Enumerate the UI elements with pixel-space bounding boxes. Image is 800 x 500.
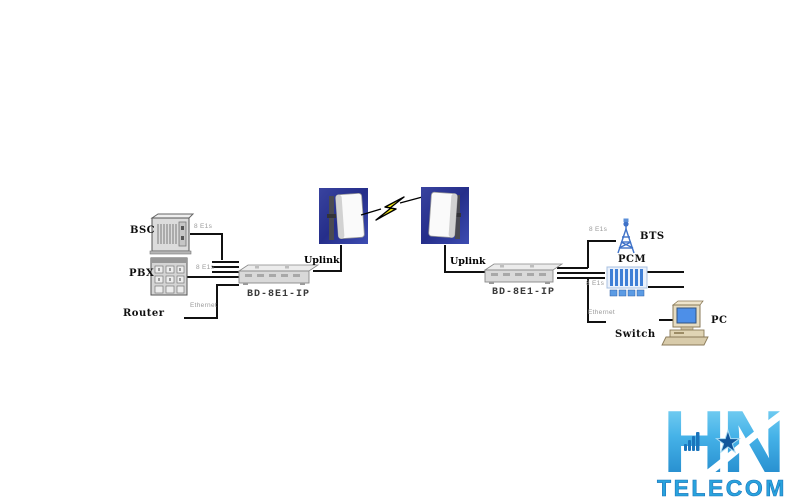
- uplink-a-label: Uplink: [304, 255, 340, 266]
- logo-swoosh: [694, 399, 800, 485]
- bsc-link-label: 8 E1s: [194, 223, 213, 230]
- bts-label: BTS: [640, 231, 665, 242]
- pbx-label: PBX: [129, 268, 155, 279]
- ethernet-b-label: Ethernet: [588, 309, 615, 316]
- uplink-b-line: [444, 245, 485, 273]
- uplink-a-line: [313, 245, 342, 272]
- mux-b-label: BD-8E1-IP: [492, 287, 556, 298]
- mux-a-label: BD-8E1-IP: [247, 289, 311, 300]
- logo-star-icon: ★: [715, 425, 742, 460]
- pcm-label: PCM: [618, 254, 647, 265]
- pbx-icon: [150, 257, 188, 296]
- bts-link-line: [587, 240, 616, 268]
- pcm-link-label: 8 E1s: [586, 280, 605, 287]
- router-label: Router: [123, 308, 165, 319]
- logo-sub-text: TELECOM: [657, 475, 787, 500]
- hn-telecom-logo: HN ★ TELECOM: [657, 392, 800, 500]
- wireless-bolt-icon: [360, 195, 427, 221]
- connection-lines: [184, 233, 684, 323]
- bts-link-label: 8 E1s: [589, 226, 608, 233]
- logo-signal-bars-icon: [684, 432, 700, 451]
- ethernet-a-line: [184, 284, 239, 319]
- antenna-a-icon: [319, 188, 368, 244]
- bsc-link-line: [190, 233, 223, 260]
- pc-icon: [661, 300, 709, 346]
- mux-a-icon: [237, 264, 320, 285]
- bsc-label: BSC: [130, 225, 156, 236]
- ethernet-b-line: [587, 279, 606, 323]
- bts-tower-icon: [617, 218, 635, 254]
- pcm-icon: [606, 266, 648, 297]
- switch-label: Switch: [615, 329, 656, 340]
- bsc-icon: [149, 213, 195, 255]
- ethernet-a-label: Ethernet: [190, 302, 217, 309]
- mux-b-icon: [483, 263, 564, 284]
- pc-label: PC: [711, 315, 728, 326]
- antenna-b-icon: [421, 187, 469, 244]
- pbx-link-label: 8 E1s: [196, 264, 215, 271]
- uplink-b-label: Uplink: [450, 256, 486, 267]
- logo-main-text: HN: [662, 392, 781, 491]
